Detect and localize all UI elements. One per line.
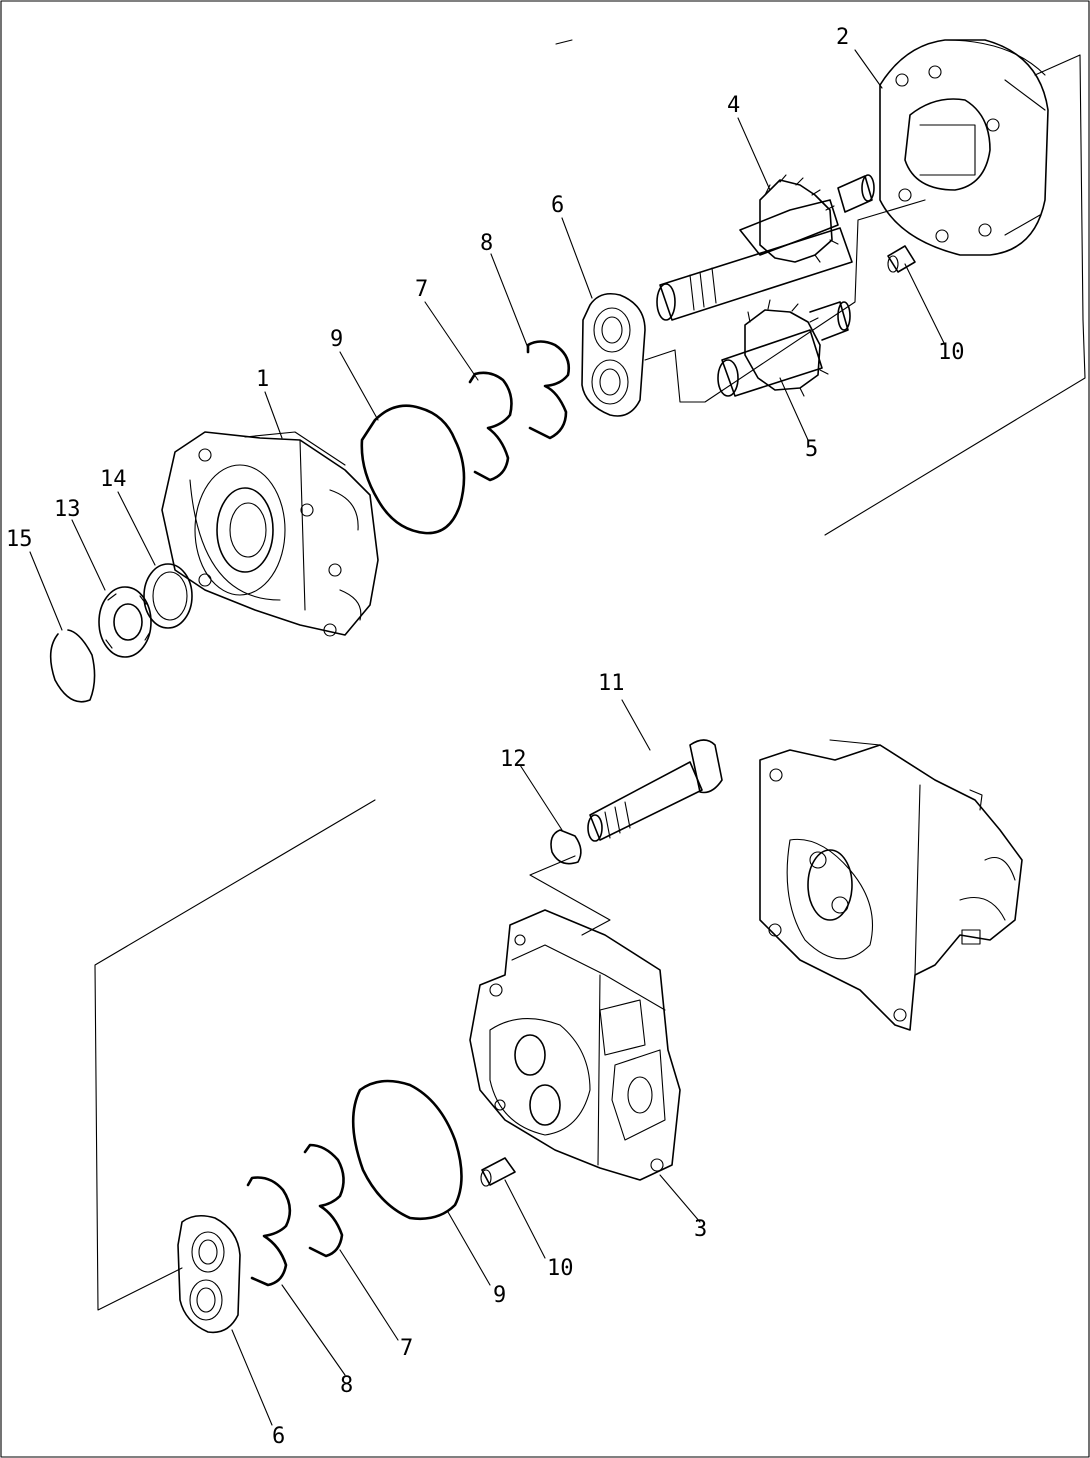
part-1-cover bbox=[161, 431, 379, 637]
callout-11: 11 bbox=[598, 671, 625, 696]
callout-10-bottom: 10 bbox=[547, 1256, 574, 1281]
callout-13: 13 bbox=[54, 497, 81, 522]
part-6-bushing-plate-top bbox=[581, 292, 646, 417]
part-4-drive-gear-shaft bbox=[656, 174, 875, 321]
part-5-driven-gear bbox=[717, 299, 851, 397]
callout-1: 1 bbox=[256, 367, 269, 392]
part-15-snap-ring bbox=[49, 629, 96, 703]
part-12-washer bbox=[550, 829, 582, 865]
stray-mark bbox=[555, 39, 573, 45]
reference-line-bottom-left bbox=[94, 799, 376, 1311]
callout-2: 2 bbox=[836, 25, 849, 50]
callout-6-top: 6 bbox=[551, 193, 564, 218]
part-9-o-ring-bottom bbox=[351, 1079, 463, 1220]
callout-6-bottom: 6 bbox=[272, 1424, 285, 1449]
callout-15: 15 bbox=[6, 527, 33, 552]
part-10-dowel-pin-bottom bbox=[480, 1157, 516, 1187]
callout-5: 5 bbox=[805, 437, 818, 462]
reference-line-bolt bbox=[529, 855, 611, 936]
part-3-gear-case bbox=[469, 909, 681, 1181]
part-8-wire-seal-bottom bbox=[246, 1176, 292, 1287]
callout-9-bottom: 9 bbox=[493, 1283, 506, 1308]
callout-4: 4 bbox=[727, 93, 740, 118]
leader-lines bbox=[29, 49, 946, 1426]
part-8-wire-seal-top bbox=[526, 340, 570, 440]
callout-12: 12 bbox=[500, 747, 527, 772]
callout-9-top: 9 bbox=[330, 327, 343, 352]
callout-14: 14 bbox=[100, 467, 127, 492]
reference-line-top-right bbox=[824, 54, 1086, 536]
part-6-bushing-plate-bottom bbox=[177, 1214, 241, 1334]
callout-8-top: 8 bbox=[480, 231, 493, 256]
part-2-gear-case bbox=[879, 39, 1049, 256]
part-14-washer bbox=[143, 563, 193, 629]
reference-line-gears bbox=[644, 199, 926, 403]
callout-7-bottom: 7 bbox=[400, 1336, 413, 1361]
part-11-bolt bbox=[587, 739, 723, 842]
assembled-pump bbox=[759, 739, 1023, 1031]
part-7-wire-seal-top bbox=[468, 371, 513, 482]
part-10-dowel-pin-top bbox=[887, 245, 916, 273]
part-9-o-ring-top bbox=[360, 404, 466, 535]
callout-3: 3 bbox=[694, 1217, 707, 1242]
part-7-wire-seal-bottom bbox=[303, 1143, 345, 1258]
part-13-oil-seal bbox=[98, 586, 152, 658]
callout-10-top: 10 bbox=[938, 340, 965, 365]
callout-7-top: 7 bbox=[415, 277, 428, 302]
callout-8-bottom: 8 bbox=[340, 1373, 353, 1398]
